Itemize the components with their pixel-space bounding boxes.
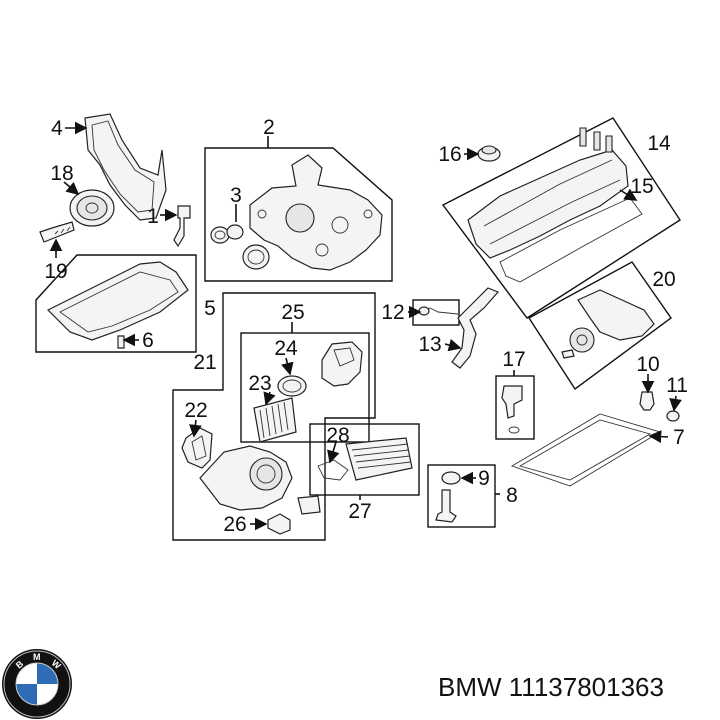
callout-25: 25 [281, 301, 304, 324]
part-valve-cover [467, 127, 629, 259]
group-box-5 [35, 254, 197, 353]
callout-23: 23 [248, 372, 271, 395]
group-box-25 [240, 332, 370, 443]
part-valve-cover-gasket [499, 197, 643, 283]
part-oring-24 [277, 375, 307, 397]
callout-22: 22 [184, 399, 207, 422]
part-sensor-26 [267, 513, 291, 535]
part-sensor-1 [173, 205, 191, 248]
callout-20: 20 [652, 268, 675, 291]
callout-7: 7 [673, 426, 685, 449]
part-timing-cover-gasket [84, 113, 167, 221]
group-box-2 [204, 147, 393, 282]
part-filter-cap [321, 341, 363, 387]
part-oil-level-sensor [435, 489, 457, 523]
part-bolt-6 [117, 335, 125, 349]
callout-14: 14 [647, 132, 671, 155]
part-filter-housing [199, 445, 321, 515]
callout-1: 1 [147, 205, 159, 228]
callout-16: 16 [438, 143, 461, 166]
part-sensor-17 [501, 385, 523, 434]
callout-3: 3 [230, 184, 242, 207]
part-oring-9 [441, 471, 461, 485]
callout-26: 26 [223, 513, 246, 536]
callout-4: 4 [51, 117, 63, 140]
callout-19: 19 [44, 260, 67, 283]
group-box-21 [172, 292, 376, 541]
leader-lines [49, 121, 682, 531]
callout-24: 24 [274, 337, 298, 360]
part-oil-filler-cap [477, 145, 501, 162]
callout-10: 10 [636, 353, 659, 376]
part-oil-pump [561, 289, 655, 359]
callout-labels: 2 4 3 18 1 19 5 6 12 13 16 14 15 20 17 1… [44, 116, 688, 536]
group-box-17 [495, 375, 535, 440]
part-oil-pan [46, 261, 189, 341]
callout-17: 17 [502, 348, 525, 371]
callout-21: 21 [193, 351, 216, 374]
part-oil-cooler [345, 437, 413, 481]
callout-9: 9 [478, 467, 490, 490]
group-box-20 [528, 261, 672, 391]
part-bolt-19 [39, 221, 75, 243]
callout-5: 5 [204, 297, 216, 320]
part-seal-3 [210, 224, 270, 270]
callout-18: 18 [50, 162, 73, 185]
callout-11: 11 [666, 374, 688, 397]
callout-12: 12 [381, 301, 404, 324]
group-box-14 [441, 117, 681, 319]
part-gasket-22 [181, 427, 213, 469]
part-number-caption: BMW 11137801363 [438, 672, 664, 702]
callout-6: 6 [142, 329, 154, 352]
part-dipstick-tube [451, 287, 500, 369]
callout-15: 15 [630, 175, 653, 198]
part-gasket-28 [317, 459, 349, 481]
callout-2: 2 [263, 116, 275, 139]
bmw-logo: B M W [2, 649, 72, 719]
callout-13: 13 [418, 333, 441, 356]
callout-8: 8 [506, 484, 518, 507]
part-filter-element [253, 397, 297, 443]
group-box-27 [309, 423, 420, 496]
svg-text:B: B [14, 658, 26, 670]
part-crank-pulley [69, 189, 115, 227]
callout-28: 28 [326, 424, 349, 447]
part-washer [666, 410, 680, 422]
group-box-8 [427, 464, 496, 528]
part-dipstick [418, 306, 459, 316]
svg-text:M: M [33, 652, 41, 662]
part-timing-case [249, 154, 383, 271]
callout-27: 27 [348, 500, 371, 523]
part-drain-plug [639, 391, 655, 411]
